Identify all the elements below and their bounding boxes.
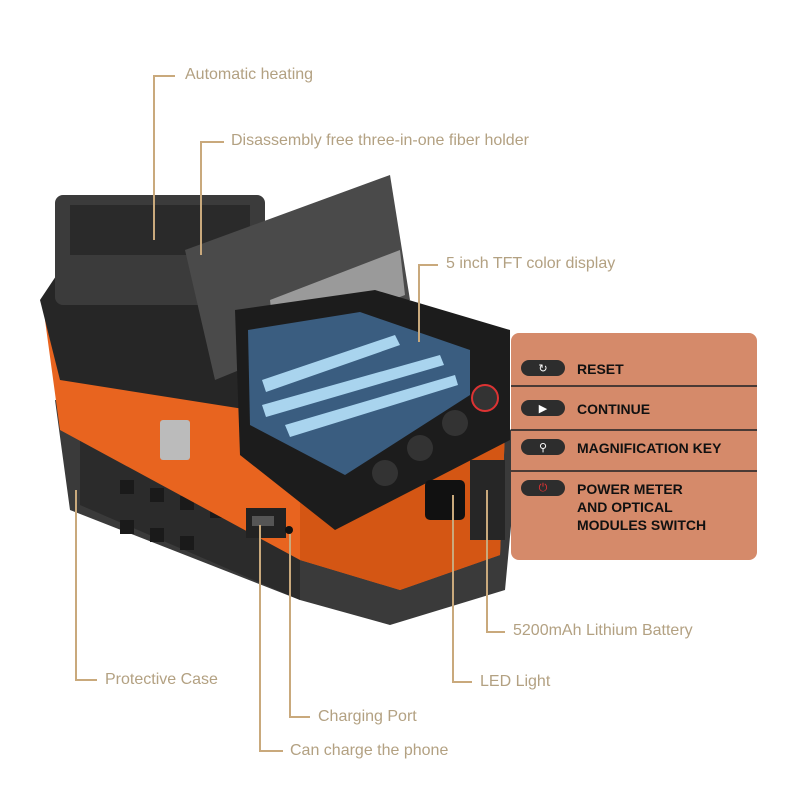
power-key[interactable]	[471, 384, 499, 412]
magnify-key[interactable]	[442, 410, 468, 436]
callout-led-light: LED Light	[480, 673, 551, 690]
latch[interactable]	[160, 420, 190, 460]
legend-label: POWER METER AND OPTICAL MODULES SWITCH	[577, 481, 707, 533]
charging-port[interactable]	[285, 526, 293, 534]
search-icon: ⚲	[521, 439, 565, 455]
battery	[470, 460, 505, 540]
callout-fiber-holder: Disassembly free three-in-one fiber hold…	[231, 132, 529, 149]
legend-label: MAGNIFICATION KEY	[577, 440, 722, 456]
callout-protective-case: Protective Case	[105, 671, 218, 688]
callout-battery: 5200mAh Lithium Battery	[513, 622, 693, 639]
callout-automatic-heating: Automatic heating	[185, 66, 314, 83]
legend-label: CONTINUE	[577, 401, 651, 417]
reset-key[interactable]	[372, 460, 398, 486]
callout-charge-phone: Can charge the phone	[290, 742, 449, 759]
reset-icon: ↻	[521, 360, 565, 376]
led-light	[425, 480, 465, 520]
power-icon: ⏻	[521, 480, 565, 496]
callout-display: 5 inch TFT color display	[446, 255, 616, 272]
callout-charging-port: Charging Port	[318, 708, 417, 725]
keys-legend-panel: ↻ RESET ▶ CONTINUE ⚲ MAGNIFICATION KEY ⏻…	[511, 333, 757, 560]
continue-key[interactable]	[407, 435, 433, 461]
legend-label: RESET	[577, 361, 624, 377]
play-icon: ▶	[521, 400, 565, 416]
tft-screen	[248, 312, 470, 475]
